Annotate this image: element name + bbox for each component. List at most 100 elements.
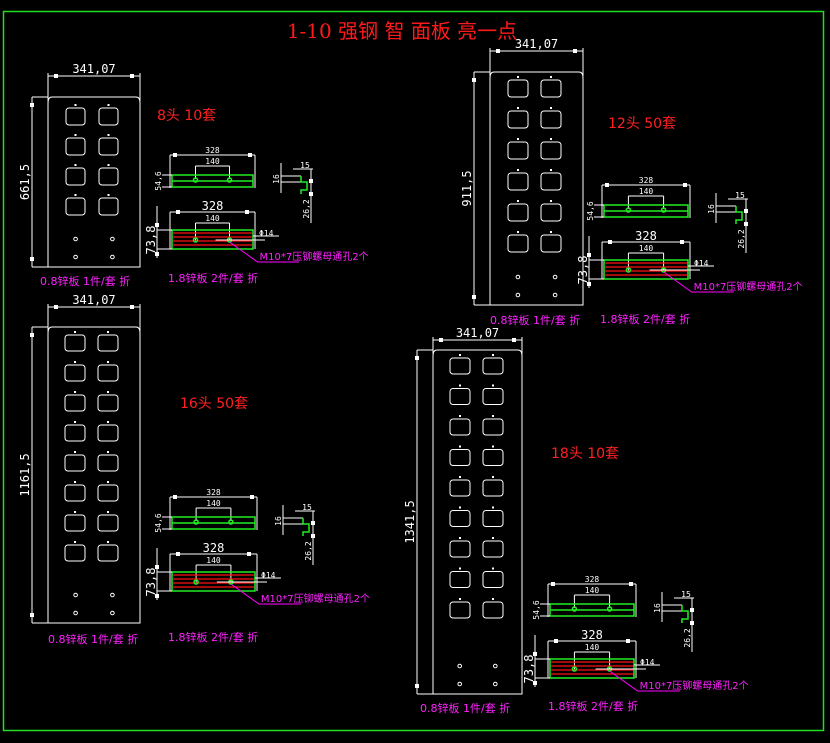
key-cutout <box>507 203 529 222</box>
panel-outline <box>489 71 584 306</box>
nut-note: M10*7压铆螺母通孔2个 <box>640 679 749 692</box>
key-cutout <box>449 357 471 375</box>
drawing-border <box>2 10 825 732</box>
key-cutout <box>482 418 504 436</box>
panel-quantity-label: 18头 10套 <box>551 446 619 462</box>
dimension-tick <box>472 295 476 299</box>
mount-hole <box>550 76 552 78</box>
hole-diameter-label: Φ14 <box>261 571 276 580</box>
bracket-hole <box>660 207 667 213</box>
width-dimension-label: 341,07 <box>72 293 115 307</box>
screw-hole <box>110 236 115 242</box>
mount-hole <box>107 134 110 136</box>
key-cutout <box>507 172 529 191</box>
hole-spacing-label: 140 <box>205 214 220 223</box>
key-cutout <box>65 197 86 216</box>
dimension-tick <box>629 582 633 586</box>
key-cutout <box>98 137 119 156</box>
dimension-tick <box>415 684 419 688</box>
dimension-tick <box>311 534 315 538</box>
dimension-tick <box>311 521 315 525</box>
screw-hole <box>73 592 78 598</box>
screw-hole <box>493 681 498 687</box>
dimension-tick <box>130 74 134 78</box>
screw-hole <box>457 681 463 687</box>
width-dimension-label: 341,07 <box>456 326 499 340</box>
screw-hole <box>515 274 521 280</box>
screw-hole <box>457 663 463 669</box>
front-panel <box>47 326 141 624</box>
profile-dim-c: 26,2 <box>683 628 692 647</box>
mount-hole <box>74 331 76 333</box>
dimension-tick <box>309 192 313 196</box>
key-cutout <box>64 514 86 532</box>
bracket-flat-length-label: 328 <box>203 541 225 555</box>
dimension-tick <box>54 305 58 309</box>
dimension-tick <box>680 240 684 244</box>
bracket-hole <box>193 579 199 585</box>
mount-hole <box>459 445 461 448</box>
bracket-hole <box>625 207 632 213</box>
dimension-tick <box>554 639 558 643</box>
profile-dim-b: 15 <box>300 161 310 170</box>
screw-hole <box>493 663 498 669</box>
width-dimension-label: 341,07 <box>515 37 558 51</box>
mount-hole <box>517 231 519 233</box>
mount-hole <box>517 138 519 140</box>
key-cutout <box>98 167 119 186</box>
hole-diameter-label: Φ14 <box>259 229 274 238</box>
key-cutout <box>507 141 529 160</box>
dimension-tick <box>309 179 313 183</box>
profile-dim-a: 16 <box>272 174 281 184</box>
dimension-tick <box>573 49 577 53</box>
dimension-tick <box>155 565 159 569</box>
hole-spacing-label: 140 <box>639 187 654 196</box>
key-cutout <box>449 510 471 527</box>
mount-hole <box>107 391 109 393</box>
key-cutout <box>449 571 471 588</box>
mount-hole <box>107 541 109 543</box>
bracket-hole <box>228 519 234 525</box>
bracket-hole <box>571 606 578 612</box>
dimension-tick <box>247 552 251 556</box>
key-cutout <box>507 110 529 129</box>
hole-spacing-label: 140 <box>206 499 221 508</box>
mount-hole <box>74 451 76 453</box>
dimension-tick <box>744 222 748 226</box>
hole-spacing-label: 140 <box>585 643 600 652</box>
screw-hole <box>73 254 78 260</box>
mount-hole <box>517 169 519 171</box>
mount-hole <box>459 415 461 417</box>
mount-hole <box>74 134 77 136</box>
key-cutout <box>64 484 86 502</box>
mount-hole <box>550 107 552 109</box>
dimension-tick <box>130 305 134 309</box>
key-cutout <box>540 234 562 253</box>
bracket-flat-height-label: 73,8 <box>144 568 158 597</box>
key-cutout <box>540 203 562 222</box>
bracket-flat-length-label: 328 <box>202 199 224 213</box>
mount-hole <box>459 354 461 356</box>
key-cutout <box>449 479 471 497</box>
front-panel-material-note: 0.8锌板 1件/套 折 <box>48 632 138 646</box>
front-panel-material-note: 0.8锌板 1件/套 折 <box>420 701 510 715</box>
mount-hole <box>74 511 76 513</box>
bracket-hole <box>192 177 199 183</box>
mount-hole <box>107 331 109 333</box>
profile-dim-a: 16 <box>707 204 716 214</box>
dimension-tick <box>683 183 687 187</box>
dimension-tick <box>248 153 252 157</box>
height-dimension-label: 1341,5 <box>403 500 417 543</box>
dimension-tick <box>626 639 630 643</box>
screw-hole <box>552 274 558 280</box>
bracket-height-label: 54,6 <box>532 600 541 619</box>
dimension-tick <box>155 252 159 256</box>
bracket-flat-length-label: 328 <box>581 628 603 642</box>
mount-hole <box>459 598 461 600</box>
screw-hole <box>110 610 115 616</box>
hole-spacing-label: 140 <box>206 556 221 565</box>
